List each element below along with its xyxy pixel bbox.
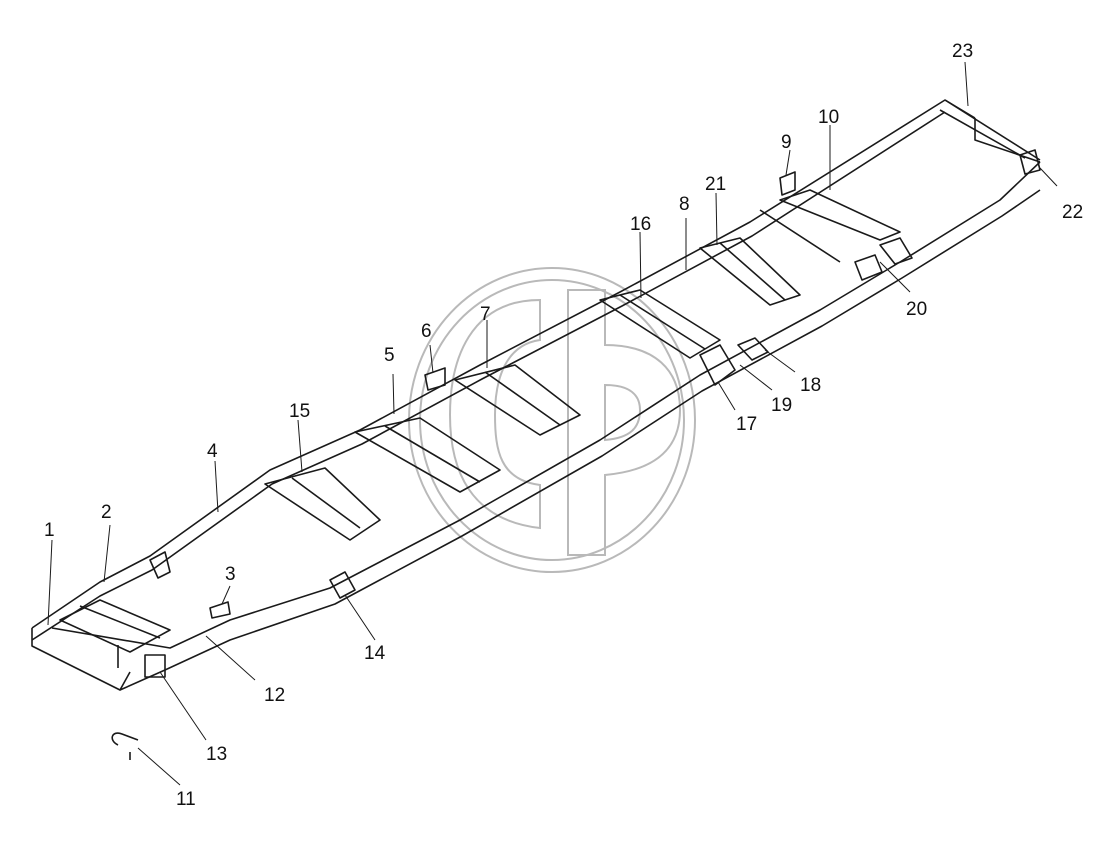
bracket-3 [209, 601, 231, 619]
callout-15: 15 [289, 401, 311, 422]
callout-16: 16 [630, 214, 652, 235]
callout-13: 13 [206, 744, 228, 765]
callout-19: 19 [771, 395, 793, 416]
callout-5: 5 [384, 345, 395, 366]
callout-2: 2 [101, 502, 112, 523]
callout-10: 10 [818, 107, 840, 128]
bracket-17 [699, 344, 736, 386]
watermark-logo [408, 267, 696, 573]
callout-11: 11 [176, 789, 196, 810]
callout-18: 18 [800, 375, 822, 396]
bracket-14 [329, 571, 356, 599]
leader-lines [47, 61, 1058, 786]
bracket-20 [854, 254, 883, 281]
callout-4: 4 [207, 441, 218, 462]
bracket-6 [424, 367, 446, 391]
callout-14: 14 [364, 643, 386, 664]
frame-lines [31, 99, 1041, 760]
bracket-9 [779, 171, 796, 196]
callout-20: 20 [906, 299, 928, 320]
callout-12: 12 [264, 685, 286, 706]
callout-3: 3 [225, 564, 236, 585]
callout-8: 8 [679, 194, 690, 215]
callout-6: 6 [421, 321, 432, 342]
callout-7: 7 [480, 304, 491, 325]
callout-21: 21 [705, 174, 727, 195]
callout-9: 9 [781, 132, 792, 153]
callout-1: 1 [44, 520, 55, 541]
callout-17: 17 [736, 414, 758, 435]
callout-22: 22 [1062, 202, 1084, 223]
hook-11 [111, 732, 139, 746]
bracket-13 [144, 654, 166, 678]
callout-23: 23 [952, 41, 974, 62]
